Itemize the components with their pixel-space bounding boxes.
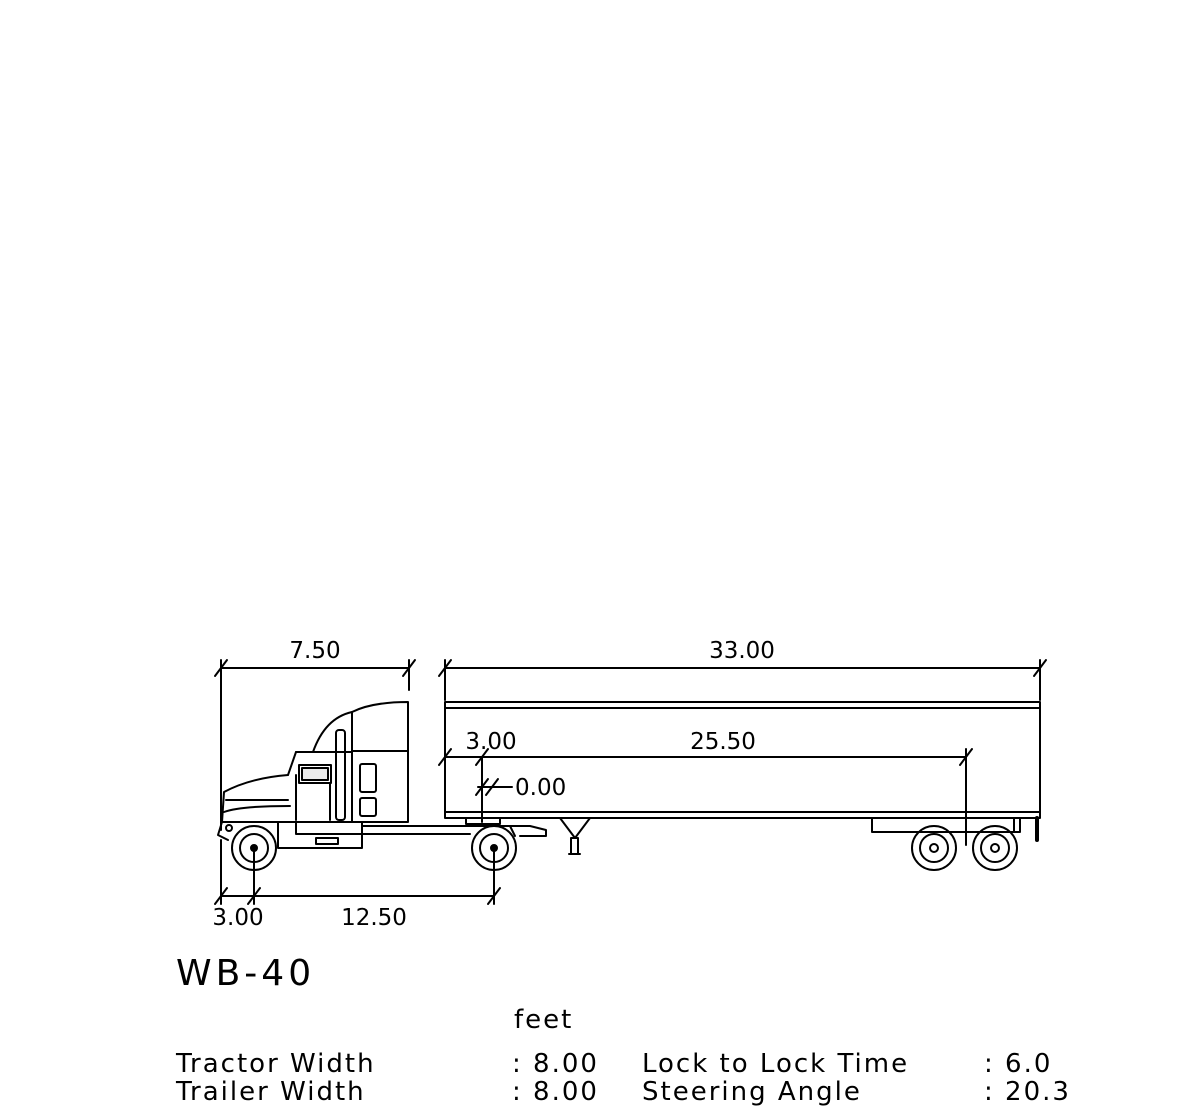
trailer-wheel-front (911, 825, 957, 871)
vehicle-name: WB-40 (176, 953, 315, 994)
trailer-landing-gear (559, 817, 591, 855)
spec-value-tractor-width: : 8.00 (512, 1049, 599, 1079)
label-tractor-wheelbase: 12.50 (341, 905, 407, 931)
spec-label-lock-to-lock-time: Lock to Lock Time (642, 1049, 909, 1079)
trailer-axle-assembly (871, 817, 1021, 833)
spec-value-steering-angle: : 20.3 (984, 1077, 1071, 1106)
label-front-overhang: 3.00 (212, 905, 263, 931)
label-trailer-length: 33.00 (709, 638, 775, 664)
trailer-wheel-rear (972, 825, 1018, 871)
label-kingpin-offset: 0.00 (515, 775, 566, 801)
trailer-box (444, 701, 1041, 842)
spec-label-trailer-width: Trailer Width (175, 1077, 366, 1106)
label-tractor-length: 7.50 (289, 638, 340, 664)
trailer-internal-dimensions (438, 748, 973, 846)
label-trailer-front-overhang: 3.00 (465, 729, 516, 755)
spec-label-steering-angle: Steering Angle (642, 1077, 862, 1106)
tractor-cab (217, 701, 409, 849)
units-label: feet (514, 1005, 573, 1035)
spec-value-lock-to-lock-time: : 6.0 (984, 1049, 1052, 1079)
label-trailer-wheelbase: 25.50 (690, 729, 756, 755)
spec-label-tractor-width: Tractor Width (175, 1049, 376, 1079)
dimension-tractor-bottom (214, 839, 501, 905)
dimension-tractor-length (214, 659, 416, 831)
tractor-frame (361, 817, 547, 837)
spec-value-trailer-width: : 8.00 (512, 1077, 599, 1106)
dimension-trailer-length (438, 659, 1047, 701)
